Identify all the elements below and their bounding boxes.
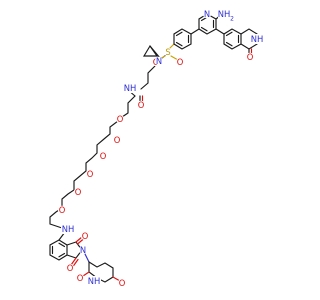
svg-text:O: O (59, 205, 66, 215)
svg-text:O: O (100, 151, 107, 161)
amine-nh2-atom: NH 2 (218, 9, 234, 23)
phenyl-to-pyridine-bond (190, 28, 200, 35)
svg-text:2: 2 (230, 16, 234, 23)
pyridine-to-isoquinolinone-bond (215, 28, 225, 35)
glutarimide-nh-atom: NH (87, 276, 101, 286)
imide-top-carbonyl-bond (75, 236, 83, 243)
amide-o-atom: O (136, 100, 146, 110)
ether-o5-atom: O (73, 187, 83, 197)
svg-text:NH: NH (62, 224, 75, 234)
phenyl-double-bond-1 (175, 31, 183, 37)
svg-text:O: O (177, 57, 184, 67)
ether-o4-atom: O (85, 169, 95, 179)
svg-text:O: O (247, 52, 254, 62)
svg-text:NH: NH (251, 34, 264, 44)
svg-text:NH: NH (218, 9, 231, 19)
sulfonyl-o-right-atom: O (175, 57, 185, 67)
svg-text:O: O (87, 169, 94, 179)
imide-bottom-carbonyl-bond (70, 257, 77, 266)
isoquinolinone-double-bond-1 (225, 41, 233, 47)
glutarimide-o2-atom: O (117, 278, 127, 288)
glutarimide-o1-bond (82, 271, 90, 277)
aniline-nh-atom: NH (61, 224, 75, 234)
lactam-nh-atom: NH (250, 34, 264, 44)
ether-o6-atom: O (57, 205, 67, 215)
pyridine-double-bond-3 (200, 26, 208, 32)
cyclopropyl-to-n-bond (149, 45, 161, 59)
svg-text:N: N (204, 9, 210, 19)
svg-text:O: O (117, 114, 124, 124)
amide-to-ether-chain-bond (121, 95, 136, 118)
svg-text:NH: NH (124, 83, 137, 93)
svg-text:O: O (82, 231, 89, 241)
phthalimide-double-bond-3 (58, 242, 66, 248)
svg-text:O: O (114, 135, 121, 145)
imide-bottom-carbonyl-double-bond (72, 258, 79, 268)
ether-o2-atom: O (112, 135, 122, 145)
svg-text:N: N (156, 56, 162, 66)
svg-text:NH: NH (88, 276, 101, 286)
ether-o1-atom: O (115, 114, 125, 124)
imide-o-top-atom: O (80, 231, 90, 241)
ether-o3-atom: O (98, 151, 108, 161)
svg-text:O: O (138, 100, 145, 110)
glutarimide-o1-atom: O (75, 273, 85, 283)
sulfonamide-n-atom: N (154, 56, 164, 66)
lactam-o-atom: O (245, 52, 255, 62)
imide-o-bottom-atom: O (65, 263, 75, 273)
svg-text:O: O (77, 273, 84, 283)
svg-text:S: S (165, 47, 170, 57)
sulfonyl-s-atom: S (163, 47, 173, 57)
svg-text:O: O (75, 187, 82, 197)
svg-text:N: N (80, 245, 86, 255)
chemical-structure: N NH 2 NH O O S O N (49, 9, 264, 288)
peg-chain-bond (49, 120, 119, 229)
svg-text:O: O (119, 278, 126, 288)
pyridine-n-atom: N (202, 9, 212, 19)
propyl-linker-bond (140, 65, 156, 90)
imide-top-carbonyl-double-bond (76, 238, 85, 245)
amide-nh-atom: NH (124, 83, 138, 93)
atom-labels: N NH 2 NH O O S O N (57, 9, 264, 288)
svg-text:O: O (67, 263, 74, 273)
phenyl-double-bond-3 (175, 41, 183, 47)
phthalimide-double-bond-2 (58, 252, 66, 258)
isoquinolinone-double-bond-3 (225, 31, 233, 37)
imide-n-atom: N (78, 245, 88, 255)
